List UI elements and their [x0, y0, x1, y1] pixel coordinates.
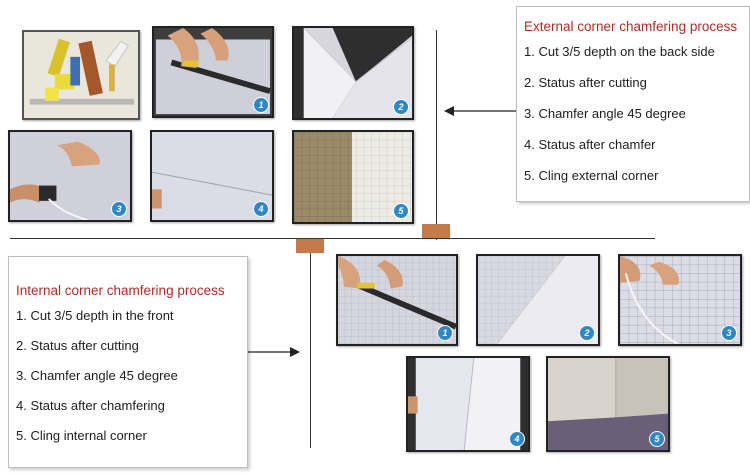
external-process-panel: External corner chamfering process 1. Cu…: [516, 6, 750, 202]
internal-step-2-badge: 2: [579, 325, 595, 341]
external-step-2: 2. Status after cutting: [524, 75, 647, 90]
external-step-4-photo: 4: [150, 130, 274, 222]
internal-step-5: 5. Cling internal corner: [16, 428, 147, 443]
internal-step-1-badge: 1: [437, 325, 453, 341]
external-step-1: 1. Cut 3/5 depth on the back side: [524, 44, 715, 59]
connector-node-top: [422, 224, 450, 238]
external-step-4: 4. Status after chamfer: [524, 137, 656, 152]
internal-step-1-photo: 1: [336, 254, 458, 346]
top-vertical-divider: [436, 30, 437, 240]
arrow-left-icon: [444, 106, 516, 116]
internal-steps-list: 1. Cut 3/5 depth in the front 2. Status …: [16, 308, 247, 458]
internal-step-3-badge: 3: [721, 325, 737, 341]
internal-step-4-badge: 4: [509, 431, 525, 447]
external-step-3-badge: 3: [111, 201, 127, 217]
arrow-right-icon: [248, 347, 300, 357]
external-step-1-photo: 1: [152, 26, 274, 118]
internal-process-title: Internal corner chamfering process: [16, 283, 225, 298]
external-step-2-badge: 2: [393, 99, 409, 115]
external-step-1-badge: 1: [253, 97, 269, 113]
bottom-vertical-divider: [310, 238, 311, 448]
external-step-5-badge: 5: [393, 203, 409, 219]
internal-step-2: 2. Status after cutting: [16, 338, 139, 353]
external-step-3-photo: 3: [8, 130, 132, 222]
external-step-4-badge: 4: [253, 201, 269, 217]
internal-step-2-photo: 2: [476, 254, 600, 346]
top-horizontal-divider: [10, 238, 655, 239]
internal-step-5-badge: 5: [649, 431, 665, 447]
internal-step-4: 4. Status after chamfering: [16, 398, 165, 413]
connector-node-bottom: [296, 239, 324, 253]
external-step-2-photo: 2: [292, 26, 414, 120]
external-step-3: 3. Chamfer angle 45 degree: [524, 106, 686, 121]
internal-step-3: 3. Chamfer angle 45 degree: [16, 368, 178, 383]
internal-step-3-photo: 3: [618, 254, 742, 346]
external-steps-list: 1. Cut 3/5 depth on the back side 2. Sta…: [524, 44, 749, 199]
internal-step-4-photo: 4: [406, 356, 530, 452]
internal-step-5-photo: 5: [546, 356, 670, 452]
external-step-5: 5. Cling external corner: [524, 168, 659, 183]
external-process-title: External corner chamfering process: [524, 19, 738, 34]
tools-photo: [22, 30, 140, 120]
internal-process-panel: Internal corner chamfering process 1. Cu…: [8, 256, 248, 468]
external-step-5-photo: 5: [292, 130, 414, 224]
internal-step-1: 1. Cut 3/5 depth in the front: [16, 308, 174, 323]
